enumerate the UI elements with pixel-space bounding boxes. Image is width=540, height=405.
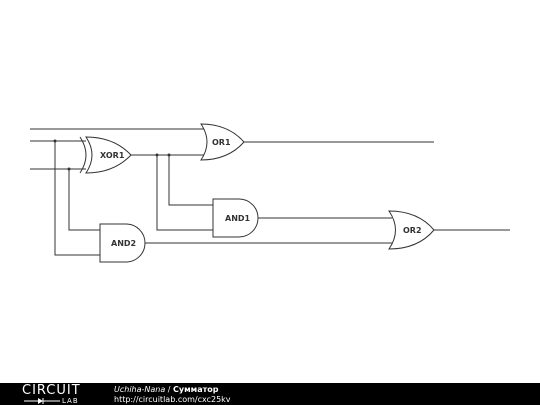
junction-dot bbox=[67, 167, 71, 171]
or1-body bbox=[200, 123, 245, 161]
footer-bar bbox=[0, 383, 540, 405]
junction-dot bbox=[53, 139, 57, 143]
gate-label-or2: OR2 bbox=[403, 226, 422, 235]
gate-and1: AND1 bbox=[212, 198, 259, 238]
wire-and1-in-a bbox=[168, 155, 213, 206]
author-name[interactable]: Uchiha-Nana bbox=[114, 385, 166, 394]
gate-and2: AND2 bbox=[99, 223, 146, 263]
or2-body bbox=[388, 210, 435, 250]
gate-label-and2: AND2 bbox=[111, 239, 136, 248]
gate-label-or1: OR1 bbox=[212, 138, 231, 147]
circuitlab-logo-text: CIRCUIT bbox=[22, 383, 81, 398]
wire-and2-in-b bbox=[68, 169, 100, 231]
and1-body bbox=[212, 198, 259, 238]
wire-and2-in-a bbox=[54, 141, 100, 256]
wire-and1-in-b bbox=[156, 155, 213, 231]
gate-or2: OR2 bbox=[388, 210, 435, 250]
gate-or1: OR1 bbox=[200, 123, 245, 161]
gate-xor1: XOR1 bbox=[79, 136, 132, 174]
junction-dot bbox=[167, 153, 171, 157]
circuit-title[interactable]: Сумматор bbox=[173, 385, 219, 394]
wires bbox=[30, 128, 510, 256]
xor-body bbox=[85, 136, 132, 174]
gate-label-and1: AND1 bbox=[225, 214, 251, 223]
circuit-schematic: XOR1 OR1 AND1 AND2 OR2 bbox=[30, 123, 510, 263]
credit-line: Uchiha-Nana / Сумматор bbox=[114, 385, 218, 395]
gate-label-xor1: XOR1 bbox=[100, 151, 125, 160]
circuit-url-link[interactable]: http://circuitlab.com/cxc25kv bbox=[114, 395, 231, 404]
logo-diode-icon bbox=[24, 398, 60, 404]
xor-back-curve bbox=[79, 136, 87, 174]
junction-dot bbox=[155, 153, 159, 157]
credit-separator: / bbox=[165, 385, 174, 394]
circuitlab-logo-subtext: LAB bbox=[62, 397, 79, 405]
and2-body bbox=[99, 223, 146, 263]
junctions bbox=[53, 139, 171, 171]
